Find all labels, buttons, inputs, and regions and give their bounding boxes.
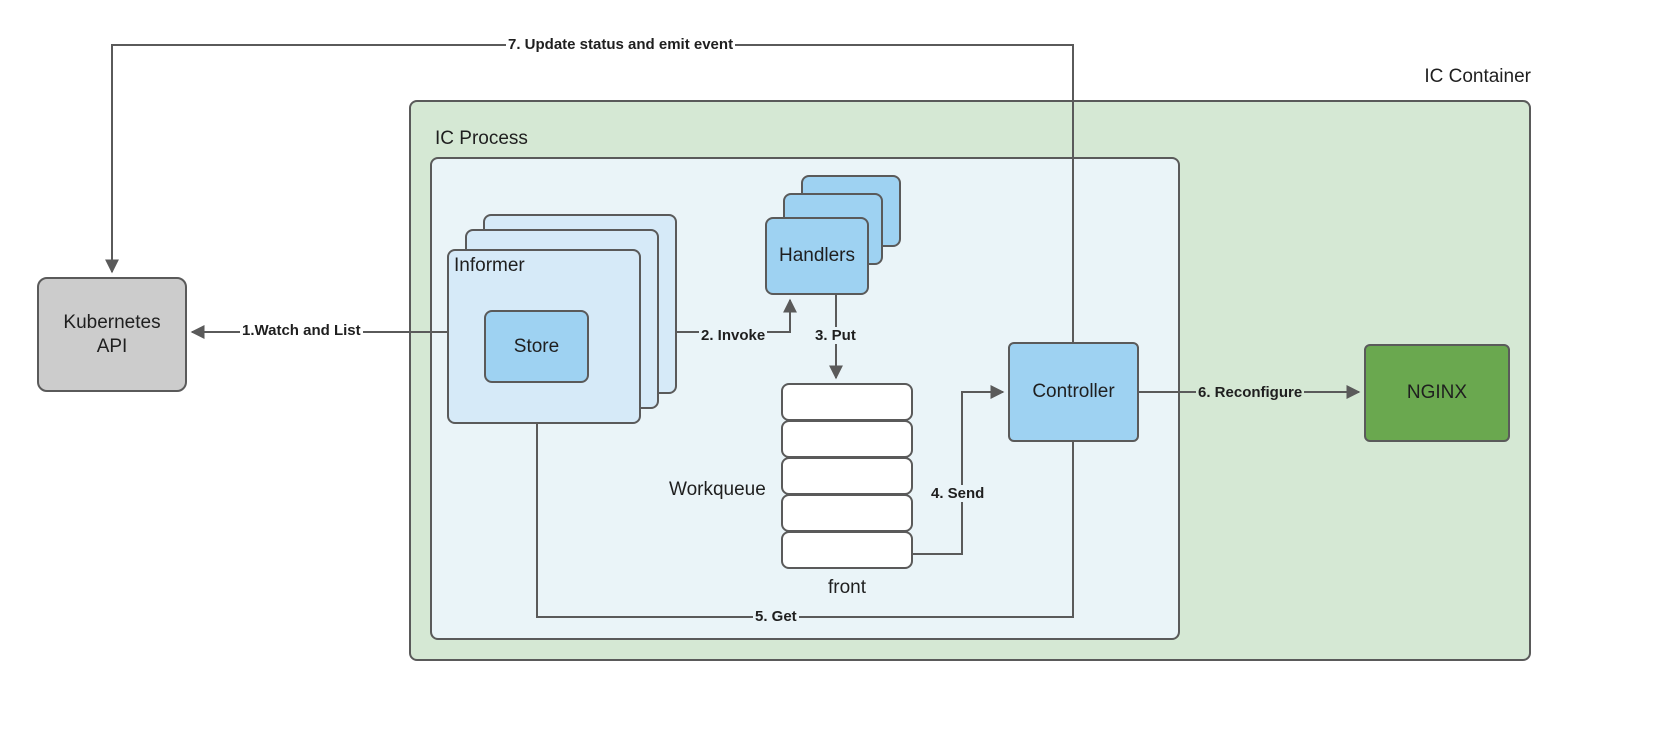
node-kubernetes-api[interactable]: Kubernetes API [37, 277, 187, 392]
edge-label-7: 7. Update status and emit event [506, 36, 736, 53]
ic-process-label: IC Process [435, 128, 528, 149]
node-workqueue[interactable] [781, 383, 913, 569]
node-handlers-stack[interactable]: Handlers [765, 175, 905, 295]
edge-label-2: 2. Invoke [699, 327, 768, 344]
node-nginx-label: NGINX [1406, 382, 1468, 404]
edge-label-3: 3. Put [813, 327, 858, 344]
workqueue-cell [781, 383, 913, 421]
node-store-label: Store [513, 335, 560, 357]
ic-container-label: IC Container [1424, 66, 1531, 87]
handlers-card-front: Handlers [765, 217, 869, 295]
node-informer-label: Informer [454, 255, 525, 276]
node-controller-label: Controller [1032, 381, 1115, 403]
node-nginx[interactable]: NGINX [1364, 344, 1510, 442]
workqueue-cell [781, 494, 913, 532]
k8s-label-line1: Kubernetes [63, 311, 161, 333]
workqueue-cell [781, 531, 913, 569]
node-workqueue-label: Workqueue [669, 479, 766, 500]
workqueue-cell [781, 457, 913, 495]
node-controller[interactable]: Controller [1008, 342, 1139, 442]
k8s-label-line2: API [96, 335, 128, 357]
edge-label-5: 5. Get [753, 608, 799, 625]
edge-label-4: 4. Send [929, 485, 987, 502]
workqueue-cell [781, 420, 913, 458]
edge-label-1: 1.Watch and List [240, 322, 363, 339]
node-store[interactable]: Store [484, 310, 589, 383]
node-kubernetes-api-label: Kubernetes API [63, 311, 160, 359]
workqueue-front-label: front [827, 577, 867, 598]
node-handlers-label: Handlers [778, 245, 856, 266]
edge-label-6: 6. Reconfigure [1196, 384, 1305, 401]
